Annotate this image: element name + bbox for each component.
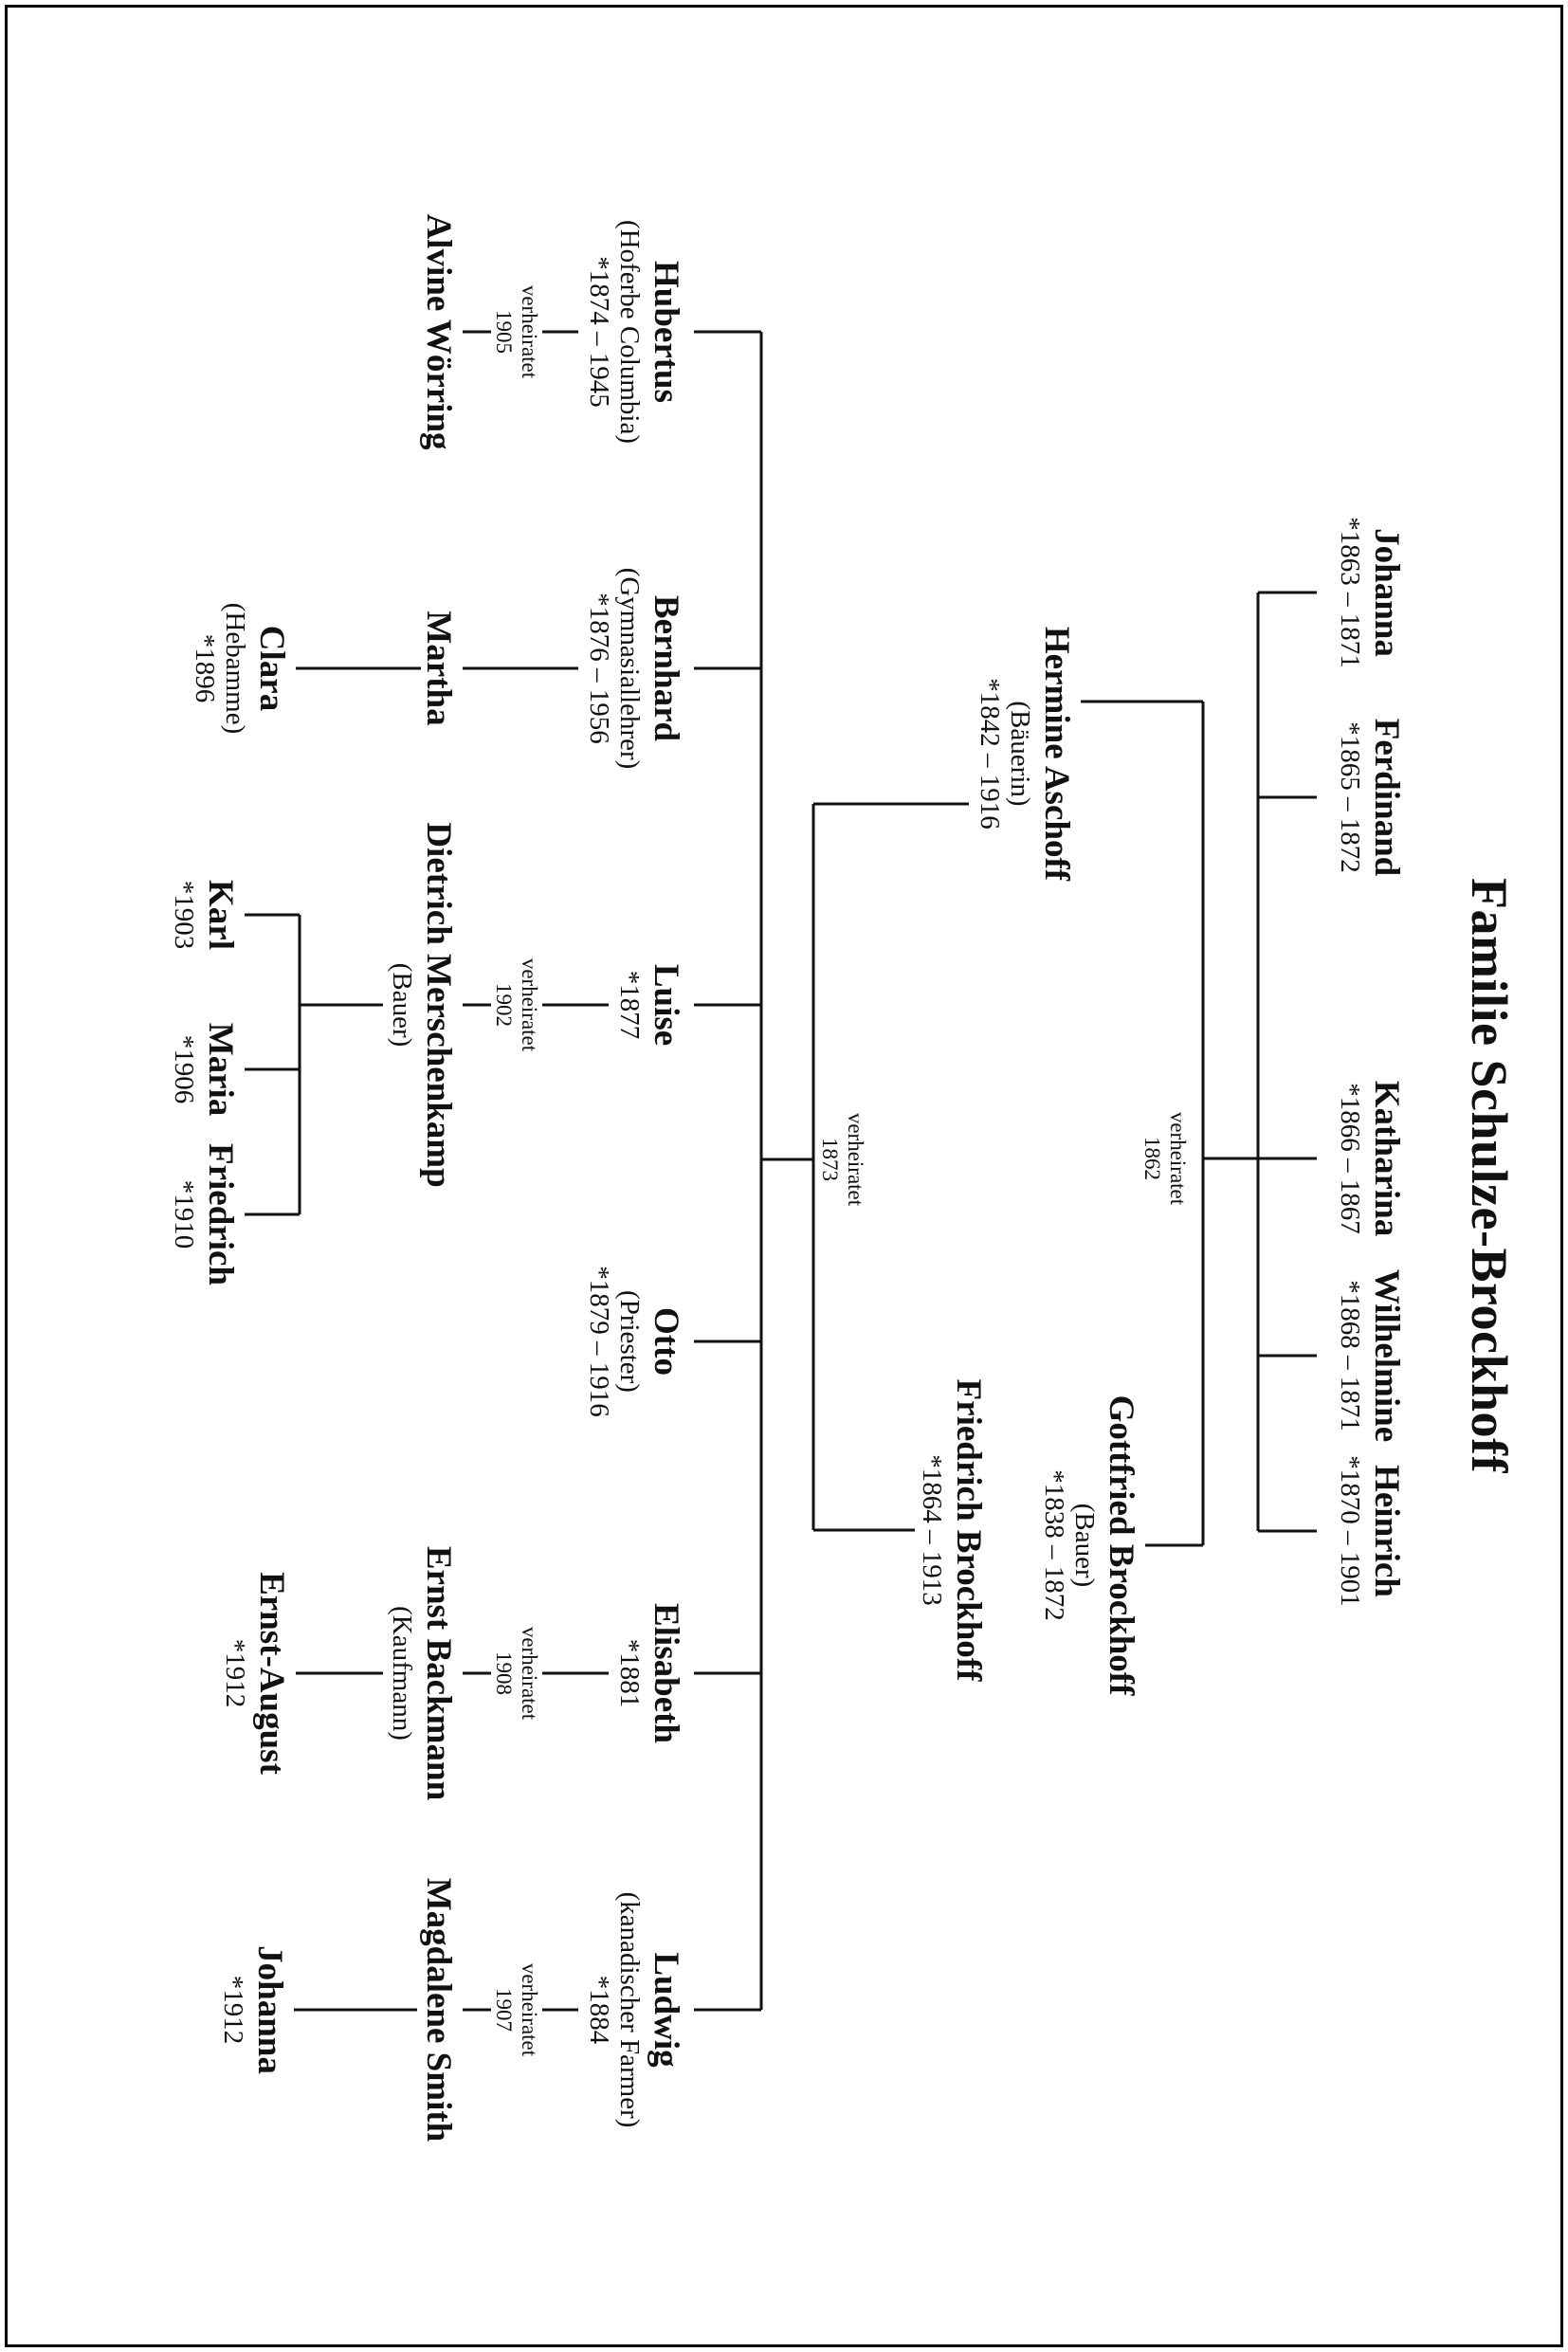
person-maria: Maria *1906	[169, 1022, 240, 1117]
marriage-label-1862: verheiratet 1862	[1140, 1105, 1191, 1212]
marriage-label-1902: verheiratet 1902	[491, 952, 542, 1058]
person-alvine-woerring: Alvine Wörring	[419, 213, 458, 450]
person-bernhard: Bernhard (Gymnasiallehrer) *1876 – 1956	[584, 567, 685, 770]
marriage-label-1905: verheiratet 1905	[491, 279, 542, 385]
person-dietrich-merschenkamp: Dietrich Merschenkamp (Bauer)	[387, 822, 458, 1188]
person-magdalene-smith: Magdalene Smith	[419, 1877, 458, 2142]
person-hermine-aschoff: Hermine Aschoff (Bäuerin) *1842 – 1916	[975, 626, 1076, 882]
person-ernst-backmann: Ernst Backmann (Kaufmann)	[387, 1545, 458, 1801]
page-title: Familie Schulze-Brockhoff	[1461, 878, 1518, 1473]
marriage-label-1907: verheiratet 1907	[491, 1957, 542, 2063]
person-friedrich-brockhoff: Friedrich Brockhoff *1864 – 1913	[917, 1378, 988, 1682]
person-karl: Karl *1903	[169, 880, 240, 950]
person-hubertus: Hubertus (Hoferbe Columbia) *1874 – 1945	[584, 220, 685, 444]
person-katharina: Katharina *1866 – 1867	[1335, 1080, 1406, 1237]
marriage-label-1908: verheiratet 1908	[491, 1620, 542, 1726]
person-otto: Otto (Priester) *1879 – 1916	[584, 1266, 685, 1417]
person-heinrich: Heinrich *1870 – 1901	[1335, 1455, 1406, 1607]
person-friedrich-jr: Friedrich *1910	[169, 1142, 240, 1286]
person-martha: Martha	[419, 611, 458, 726]
person-luise: Luise *1877	[614, 963, 685, 1047]
marriage-label-1873: verheiratet 1873	[817, 1106, 868, 1212]
person-johanna-jr: Johanna *1912	[218, 1945, 289, 2074]
person-johanna: Johanna *1863 – 1871	[1335, 517, 1406, 668]
person-ferdinand: Ferdinand *1865 – 1872	[1335, 718, 1406, 877]
person-ludwig: Ludwig (kanadischer Farmer) *1884	[584, 1891, 685, 2128]
person-ernst-august: Ernst-August *1912	[220, 1572, 291, 1775]
person-elisabeth: Elisabeth *1881	[614, 1602, 685, 1744]
person-wilhelmine: Wilhelmine *1868 – 1871	[1335, 1268, 1406, 1443]
person-clara: Clara (Hebamme) *1896	[190, 602, 291, 735]
person-gottfried-brockhoff: Gottfried Brockhoff (Bauer) *1838 – 1872	[1039, 1395, 1140, 1696]
